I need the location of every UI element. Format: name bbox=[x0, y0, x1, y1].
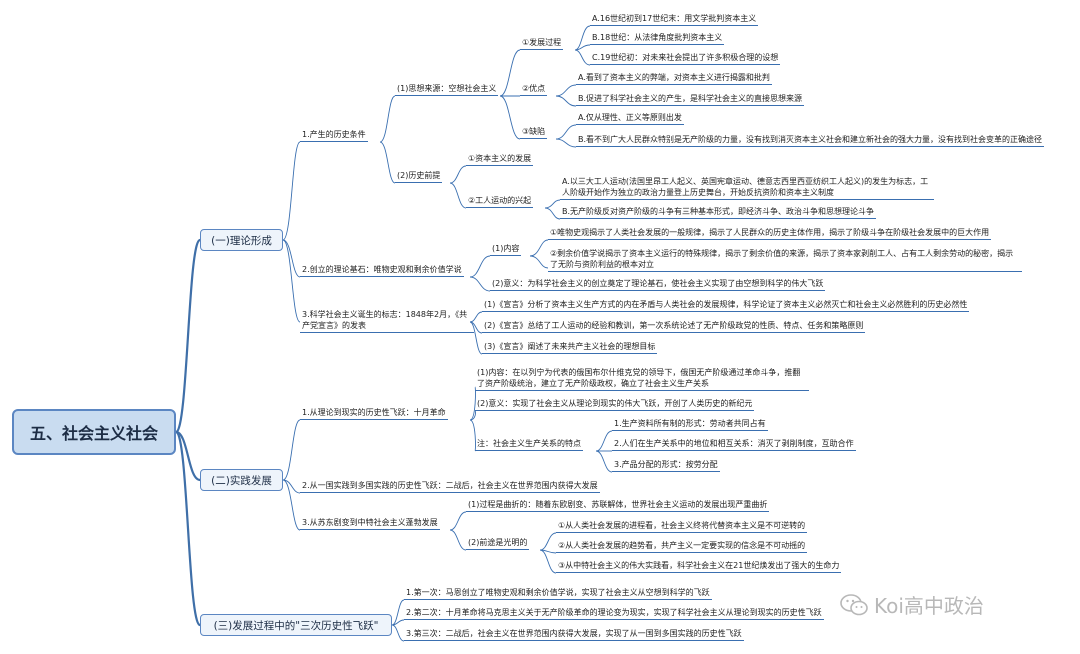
leaf-node[interactable]: (1)《宣言》分析了资本主义生产方式的内在矛盾与人类社会的发展规律，科学论证了资… bbox=[482, 299, 970, 312]
leaf-node[interactable]: ①唯物史观揭示了人类社会发展的一般规律，揭示了人民群众的历史主体作用，揭示了阶级… bbox=[548, 227, 992, 240]
topic-historical-conditions[interactable]: 1.产生的历史条件 bbox=[300, 129, 368, 142]
leaf-node[interactable]: ①从人类社会发展的进程看，社会主义终将代替资本主义是不可逆转的 bbox=[556, 520, 808, 533]
leaf-node[interactable]: B.促进了科学社会主义的产生，是科学社会主义的直接思想来源 bbox=[576, 93, 805, 106]
leaf-node[interactable]: B.看不到广大人民群众特别是无产阶级的力量，没有找到消灭资本主义社会和建立新社会… bbox=[576, 134, 1045, 147]
topic-content[interactable]: (1)内容 bbox=[490, 243, 522, 256]
topic-birth-sign[interactable]: 3.科学社会主义诞生的标志：1848年2月，《共产党宣言》的发表 bbox=[300, 309, 474, 333]
leaf-node[interactable]: (3)《宣言》阐述了未来共产主义社会的理想目标 bbox=[482, 341, 658, 354]
section-three-leaps[interactable]: (三)发展过程中的"三次历史性飞跃" bbox=[200, 614, 392, 636]
topic-multi-country-practice[interactable]: 2.从一国实践到多国实践的历史性飞跃：二战后，社会主义在世界范围内获得大发展 bbox=[300, 480, 600, 493]
leaf-node[interactable]: A.16世纪初到17世纪末：用文学批判资本主义 bbox=[590, 13, 759, 26]
leaf-node[interactable]: (1)过程是曲折的：随着东欧剧变、苏联解体，世界社会主义运动的发展出现严重曲折 bbox=[466, 499, 770, 512]
watermark-text: Koi高中政治 bbox=[874, 594, 984, 618]
topic-theoretical-cornerstone[interactable]: 2.创立的理论基石：唯物史观和剩余价值学说 bbox=[300, 264, 464, 277]
topic-production-relations[interactable]: 注：社会主义生产关系的特点 bbox=[475, 438, 583, 451]
leaf-node[interactable]: 3.第三次：二战后，社会主义在世界范围内获得大发展，实现了从一国到多国实践的历史… bbox=[404, 628, 744, 641]
topic-ideological-source[interactable]: (1)思想来源：空想社会主义 bbox=[395, 83, 499, 96]
leaf-node[interactable]: B.无产阶级反对资产阶级的斗争有三种基本形式，即经济斗争、政治斗争和思想理论斗争 bbox=[560, 206, 877, 219]
topic-advantages[interactable]: ②优点 bbox=[520, 83, 548, 96]
leaf-node[interactable]: ②剩余价值学说揭示了资本主义运行的特殊规律，揭示了剩余价值的来源，揭示了资本家剥… bbox=[548, 248, 1022, 272]
topic-workers-movement[interactable]: ②工人运动的兴起 bbox=[466, 195, 534, 208]
leaf-node[interactable]: 2.人们在生产关系中的地位和相互关系：消灭了剥削制度，互助合作 bbox=[612, 438, 856, 451]
wechat-icon bbox=[840, 593, 868, 615]
topic-development-process[interactable]: ①发展过程 bbox=[520, 37, 564, 50]
leaf-node[interactable]: C.19世纪初：对未来社会提出了许多积极合理的设想 bbox=[590, 52, 781, 65]
leaf-node[interactable]: (2)《宣言》总结了工人运动的经验和教训，第一次系统论述了无产阶级政党的性质、特… bbox=[482, 320, 866, 333]
leaf-node[interactable]: ②从人类社会发展的趋势看，共产主义一定要实现的信念是不可动摇的 bbox=[556, 540, 808, 553]
root-topic[interactable]: 五、社会主义社会 bbox=[12, 409, 176, 455]
topic-october-revolution[interactable]: 1.从理论到现实的历史性飞跃：十月革命 bbox=[300, 407, 448, 420]
topic-bright-future[interactable]: (2)前途是光明的 bbox=[466, 537, 530, 550]
section-practice-development[interactable]: (二)实践发展 bbox=[200, 469, 283, 491]
leaf-node[interactable]: ①资本主义的发展 bbox=[466, 153, 534, 166]
leaf-node[interactable]: A.仅从理性、正义等原则出发 bbox=[576, 112, 684, 125]
topic-historical-premise[interactable]: (2)历史前提 bbox=[395, 170, 443, 183]
leaf-node[interactable]: (1)内容：在以列宁为代表的俄国布尔什维克党的领导下，俄国无产阶级通过革命斗争，… bbox=[475, 367, 809, 391]
leaf-node[interactable]: A.以三大工人运动(法国里昂工人起义、英国宪章运动、德意志西里西亚纺织工人起义)… bbox=[560, 176, 934, 200]
section-theory-formation[interactable]: (一)理论形成 bbox=[200, 229, 283, 251]
leaf-node[interactable]: A.看到了资本主义的弊端，对资本主义进行揭露和批判 bbox=[576, 72, 772, 85]
leaf-node[interactable]: 1.第一次：马恩创立了唯物史观和剩余价值学说，实现了社会主义从空想到科学的飞跃 bbox=[404, 587, 712, 600]
leaf-node[interactable]: 1.生产资料所有制的形式：劳动者共同占有 bbox=[612, 418, 768, 431]
watermark: Koi高中政治 bbox=[840, 590, 984, 619]
leaf-node[interactable]: ③从中特社会主义的伟大实践看，科学社会主义在21世纪焕发出了强大的生命力 bbox=[556, 560, 842, 573]
leaf-node[interactable]: B.18世纪：从法律角度批判资本主义 bbox=[590, 32, 725, 45]
leaf-node[interactable]: (2)意义：为科学社会主义的创立奠定了理论基石，使社会主义实现了由空想到科学的伟… bbox=[490, 278, 826, 291]
topic-socialism-development[interactable]: 3.从苏东剧变到中特社会主义蓬勃发展 bbox=[300, 517, 440, 530]
leaf-node[interactable]: (2)意义：实现了社会主义从理论到现实的伟大飞跃，开创了人类历史的新纪元 bbox=[475, 398, 755, 411]
leaf-node[interactable]: 3.产品分配的形式：按劳分配 bbox=[612, 459, 720, 472]
leaf-node[interactable]: 2.第二次：十月革命将马克思主义关于无产阶级革命的理论变为现实，实现了科学社会主… bbox=[404, 607, 824, 620]
topic-defects[interactable]: ③缺陷 bbox=[520, 126, 548, 139]
